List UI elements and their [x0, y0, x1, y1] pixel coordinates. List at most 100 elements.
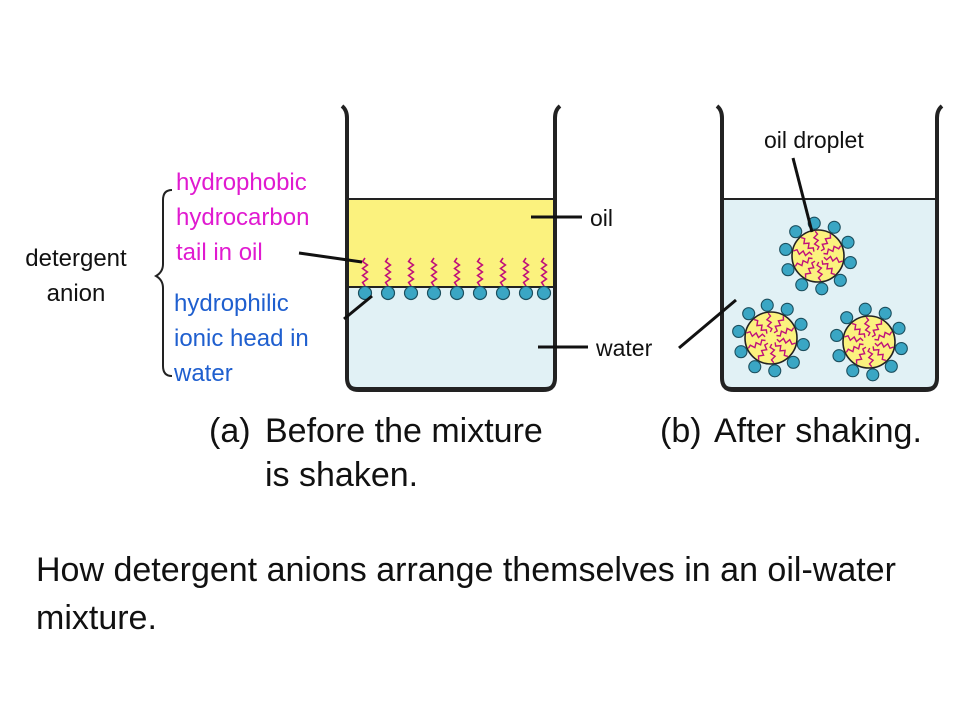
anion-tail	[384, 257, 392, 287]
anion-head	[894, 342, 908, 356]
anion-head	[357, 285, 373, 301]
anion-tail	[407, 257, 415, 287]
anion-head	[518, 285, 534, 301]
anion-head	[832, 349, 846, 363]
anion-tail	[361, 257, 369, 287]
anion-tail	[776, 337, 796, 346]
anion-tail	[823, 255, 843, 264]
figure-caption: How detergent anions arrange themselves …	[36, 551, 896, 637]
anion-tail	[844, 334, 864, 343]
anion-tail	[874, 331, 893, 341]
anion-head	[472, 285, 488, 301]
oil-droplet-micelle	[732, 298, 810, 378]
caption-b-text: After shaking.	[714, 412, 922, 450]
oil-droplet-body	[791, 229, 845, 283]
oil-droplet-micelle	[830, 302, 908, 382]
oil-droplet-body	[842, 315, 896, 369]
beaker-b	[715, 104, 944, 392]
anion-head	[779, 242, 793, 256]
anion-tail	[823, 245, 842, 255]
anion-head	[830, 328, 844, 342]
anion-tail	[776, 327, 795, 337]
water-label: water	[596, 335, 653, 361]
anion-tail	[874, 341, 894, 350]
anion-head	[843, 256, 857, 270]
anion-tail	[800, 236, 815, 252]
anion-head	[833, 273, 847, 287]
caption-a-text: Before the mixture is shaken.	[265, 412, 543, 494]
anion-head	[732, 324, 746, 338]
anion-tail	[855, 346, 867, 364]
anion-tail	[769, 343, 777, 364]
anion-head	[495, 285, 511, 301]
oil-layer-a	[346, 198, 556, 288]
anion-head	[884, 359, 898, 373]
anion-tail	[851, 322, 866, 338]
oil-droplet-body	[744, 311, 798, 365]
interface-heads	[357, 285, 552, 301]
anion-tail	[867, 347, 875, 368]
detergent-anion-label: detergent anion	[25, 245, 127, 307]
anion-head	[846, 364, 860, 378]
anion-tail	[804, 260, 816, 278]
anion-head	[734, 345, 748, 359]
anion-tail	[765, 312, 773, 333]
anion-tail	[453, 257, 461, 287]
anion-head	[780, 302, 794, 316]
anion-tail	[863, 316, 871, 337]
anion-head	[748, 360, 762, 374]
anion-tail	[793, 248, 813, 257]
anion-head	[536, 285, 552, 301]
anion-tail	[540, 257, 548, 287]
anion-head	[768, 364, 782, 378]
caption-b-letter: (b)	[660, 412, 702, 450]
droplet-leader	[791, 157, 814, 233]
anion-head	[794, 317, 808, 331]
anion-tail	[871, 320, 883, 338]
oil-droplets	[732, 216, 908, 382]
anion-head	[742, 307, 756, 321]
anion-tail	[812, 230, 820, 251]
anion-head	[426, 285, 442, 301]
oil-label: oil	[590, 205, 614, 231]
anion-tail	[872, 346, 887, 362]
anion-head	[403, 285, 419, 301]
anion-tail	[816, 261, 824, 282]
anion-tail	[773, 316, 785, 334]
anion-tail	[747, 339, 766, 349]
anion-tail	[845, 343, 864, 353]
anion-tail	[522, 257, 530, 287]
tail-leader	[298, 251, 363, 264]
hydrophobic-tail-label: hydrophobic hydrocarbon tail in oil	[176, 169, 310, 266]
anion-tail	[476, 257, 484, 287]
head-leader	[343, 294, 373, 321]
anion-head	[760, 298, 774, 312]
anion-head	[878, 306, 892, 320]
anion-tail	[794, 257, 813, 267]
detergent-brace	[153, 189, 173, 377]
anion-head	[840, 311, 854, 325]
anion-head	[781, 263, 795, 277]
anion-tail	[820, 234, 832, 252]
caption-a-letter: (a)	[209, 412, 251, 450]
anion-head	[380, 285, 396, 301]
anion-head	[866, 368, 880, 382]
anion-tail	[774, 342, 789, 358]
anion-head	[789, 225, 803, 239]
anion-tail	[499, 257, 507, 287]
oil-droplet-micelle	[779, 216, 857, 296]
water-b-leader	[678, 298, 737, 350]
anion-tail	[757, 342, 769, 360]
beaker-a	[340, 104, 562, 392]
anion-tail	[753, 318, 768, 334]
anion-head	[786, 355, 800, 369]
anion-head	[449, 285, 465, 301]
anion-tail	[821, 260, 836, 276]
anion-tail	[430, 257, 438, 287]
interface-tails	[361, 257, 548, 287]
anion-head	[795, 278, 809, 292]
water-layer-a	[346, 286, 556, 389]
oil-droplet-label: oil droplet	[764, 127, 864, 153]
